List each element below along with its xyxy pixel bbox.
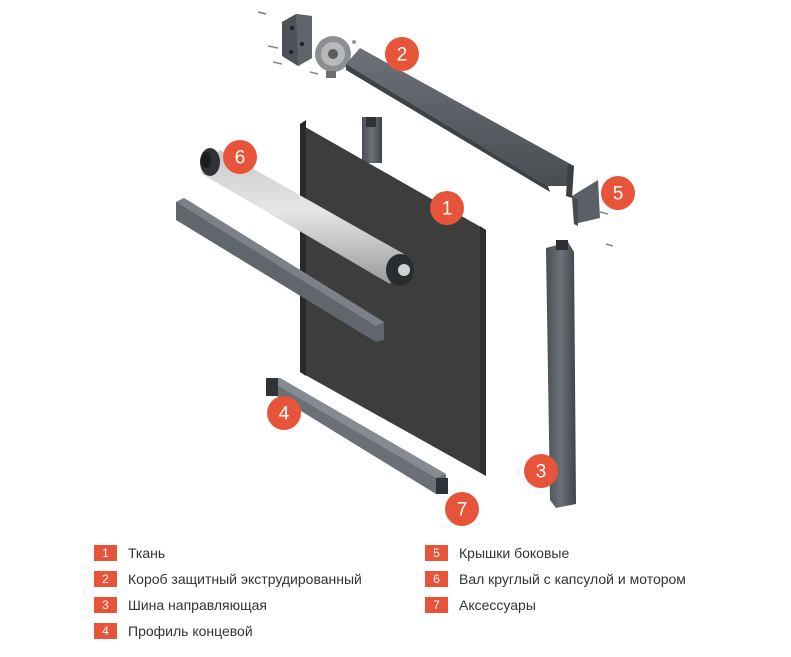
callout-6: 6 xyxy=(223,140,257,174)
legend-badge: 6 xyxy=(425,571,448,587)
legend-label: Крышки боковые xyxy=(459,545,570,561)
exploded-view-diagram: 1 2 3 4 5 6 7 xyxy=(176,11,635,526)
bottom-profile xyxy=(266,378,448,494)
top-bracket-assembly xyxy=(257,11,356,78)
legend: 1 Ткань 2 Короб защитный экструдированны… xyxy=(94,545,774,645)
legend-item-side-covers: 5 Крышки боковые xyxy=(425,545,569,561)
svg-text:3: 3 xyxy=(536,462,547,483)
legend-label: Короб защитный экструдированный xyxy=(128,571,362,587)
callout-1: 1 xyxy=(430,191,464,225)
svg-text:5: 5 xyxy=(613,184,624,205)
legend-item-guide-rail: 3 Шина направляющая xyxy=(94,597,267,613)
legend-badge: 5 xyxy=(425,545,448,561)
svg-text:2: 2 xyxy=(397,45,408,66)
callout-5: 5 xyxy=(601,176,635,210)
legend-badge: 2 xyxy=(94,571,117,587)
cassette-box xyxy=(346,48,574,198)
legend-badge: 7 xyxy=(425,597,448,613)
side-cover xyxy=(572,180,614,247)
legend-badge: 1 xyxy=(94,545,117,561)
svg-text:1: 1 xyxy=(442,199,453,220)
legend-item-cassette-box: 2 Короб защитный экструдированный xyxy=(94,571,362,587)
roller-tube xyxy=(200,148,414,286)
svg-text:6: 6 xyxy=(235,148,246,169)
legend-item-accessories: 7 Аксессуары xyxy=(425,597,536,613)
legend-label: Шина направляющая xyxy=(128,597,267,613)
callout-7: 7 xyxy=(445,492,479,526)
front-profile-bar xyxy=(176,198,384,342)
callout-2: 2 xyxy=(385,37,419,71)
guide-rail-right xyxy=(546,240,576,508)
svg-text:7: 7 xyxy=(457,500,468,521)
legend-label: Аксессуары xyxy=(459,597,536,613)
legend-badge: 3 xyxy=(94,597,117,613)
legend-label: Профиль концевой xyxy=(128,623,253,639)
legend-item-fabric: 1 Ткань xyxy=(94,545,165,561)
legend-badge: 4 xyxy=(94,623,117,639)
legend-label: Ткань xyxy=(128,545,166,561)
legend-label: Вал круглый с капсулой и мотором xyxy=(459,571,686,587)
legend-item-roller-tube-motor: 6 Вал круглый с капсулой и мотором xyxy=(425,571,686,587)
legend-item-bottom-profile: 4 Профиль концевой xyxy=(94,623,253,639)
svg-text:4: 4 xyxy=(279,404,290,425)
callout-4: 4 xyxy=(267,396,301,430)
callout-3: 3 xyxy=(524,454,558,488)
guide-rail-left xyxy=(362,117,382,163)
